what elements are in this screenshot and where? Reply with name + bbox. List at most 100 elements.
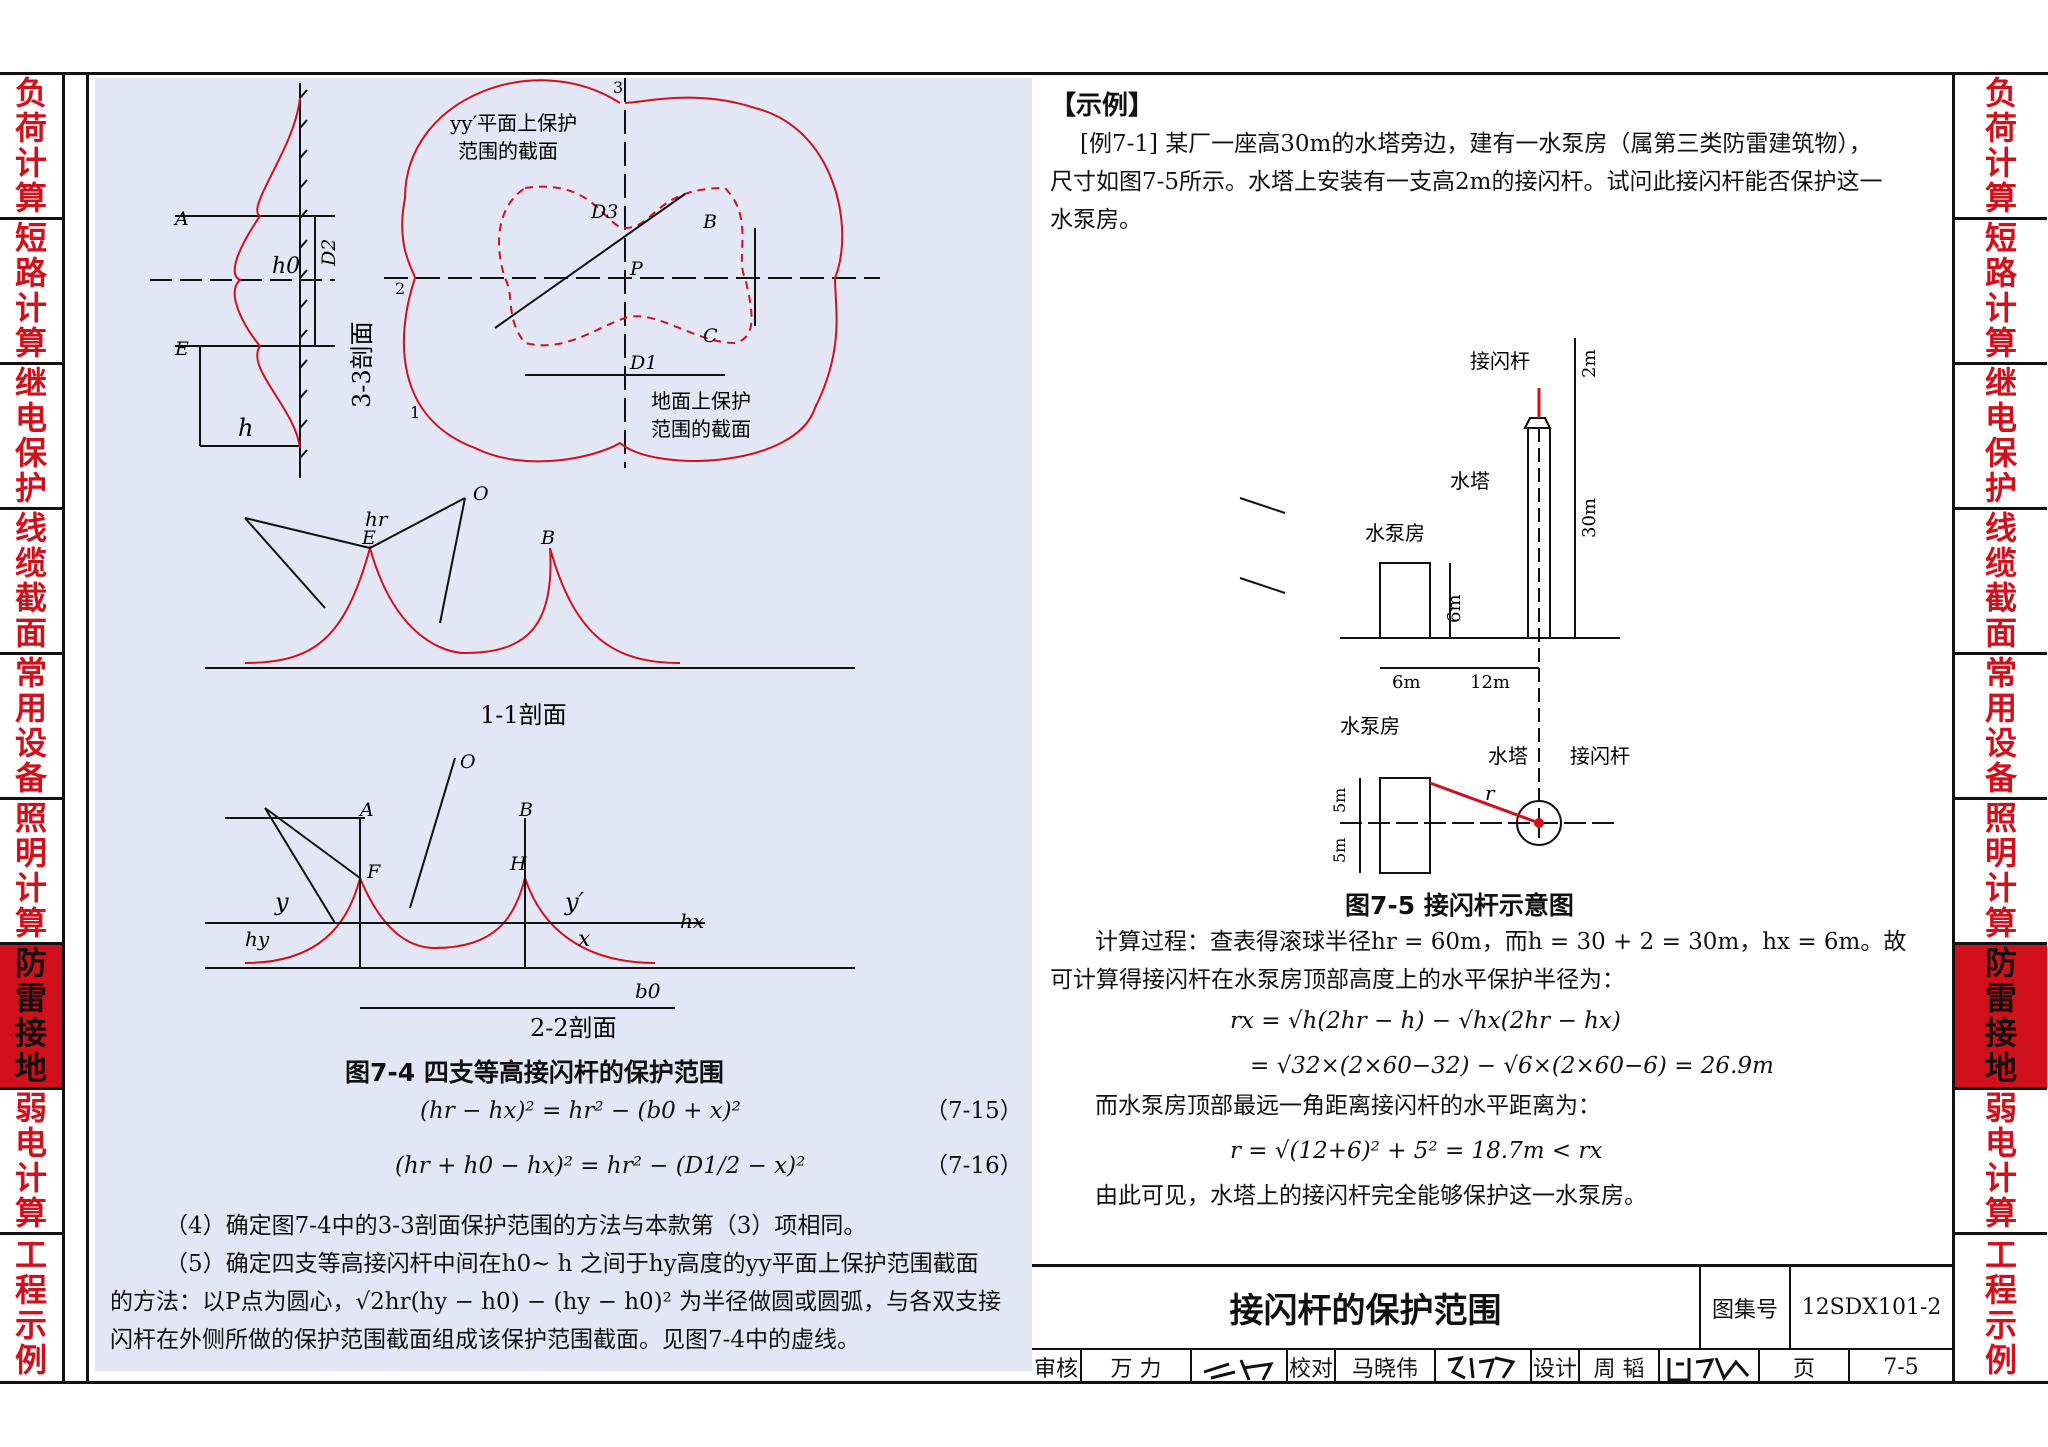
fig-label-5m-a: 5m [1330,788,1349,813]
title-block-row-2: 审核 万 力 校对 马晓伟 设计 周 韬 页 7-5 [1032,1348,1952,1384]
tab-right-8[interactable]: 弱电计算 [1955,1090,2047,1235]
tab-right-4[interactable]: 线缆截面 [1955,510,2047,655]
fig-label-y: y [274,888,289,916]
equation-r: r = √(12+6)² + 5² = 18.7m < rx [1230,1138,1603,1164]
fig-label-5m-b: 5m [1330,838,1349,863]
tab-label: 负荷计算 [1984,74,2017,217]
example-line-1: [例7-1] 某厂一座高30m的水塔旁边，建有一水泵房（属第三类防雷建筑物）， [1080,131,1872,157]
tab-left-4[interactable]: 线缆截面 [0,510,62,655]
fig-label-x: x [578,927,591,952]
fig-label-P: P [629,258,644,280]
tab-label: 短路计算 [14,219,47,362]
signature-image [1203,1359,1274,1381]
tab-left-1[interactable]: 负荷计算 [0,75,62,220]
page-frame [0,72,2048,1384]
fig-label-hy: hy [245,927,270,951]
tab-label: 工程示例 [14,1235,47,1379]
fig-label-H: H [509,853,527,875]
paragraph-5-line-2: 的方法：以P点为圆心，√2hr(hy − h0) − (hy − h0)² 为半… [110,1289,1002,1315]
tab-label: 短路计算 [1984,219,2017,362]
fig-label-y-prime: y′ [564,888,585,916]
title-block-row-1: 接闪杆的保护范围 图集号 12SDX101-2 [1032,1264,1952,1348]
atlas-label: 图集号 [1699,1267,1789,1348]
check-signature [1434,1350,1530,1384]
divider [62,75,65,1384]
equation-7-15: (hr − hx)² = hr² − (b0 + x)² [420,1098,741,1124]
fig-label-B: B [702,211,717,233]
fig-label-O2: O [460,751,476,773]
fig-label-D2: D2 [318,239,340,267]
design-signature [1658,1350,1758,1384]
tab-left-2[interactable]: 短路计算 [0,220,62,365]
title-block: 接闪杆的保护范围 图集号 12SDX101-2 审核 万 力 校对 马晓伟 设计… [1032,1264,1952,1384]
side-tabs-left: 负荷计算 短路计算 继电保护 线缆截面 常用设备 照明计算 防雷接地 弱电计算 … [0,75,62,1380]
tab-label: 线缆截面 [1984,509,2017,652]
right-panel: 【示例】 [例7-1] 某厂一座高30m的水塔旁边，建有一水泵房（属第三类防雷建… [1040,78,1952,1278]
fig-label-6m: 6m [1444,594,1465,623]
tab-right-3[interactable]: 继电保护 [1955,365,2047,510]
check-name: 马晓伟 [1334,1350,1434,1384]
fig-label-ground-plane2: 范围的截面 [651,417,751,441]
fig-label-tower2: 水塔 [1488,744,1528,768]
tab-left-5[interactable]: 常用设备 [0,655,62,800]
fig-label-tower: 水塔 [1450,469,1490,493]
fig-label-sec33: 3-3剖面 [348,321,376,408]
tab-left-3[interactable]: 继电保护 [0,365,62,510]
tab-right-1[interactable]: 负荷计算 [1955,75,2047,220]
left-panel: A E h0 D2 3-3剖面 h yy′平面上保护 范围的截面 D3 B P … [95,78,1032,1371]
fig-label-D3: D3 [590,201,618,223]
tab-label: 常用设备 [14,654,47,797]
tab-left-6[interactable]: 照明计算 [0,800,62,945]
fig-label-sec22: 2-2剖面 [530,1014,617,1042]
equation-7-16-number: （7-16） [925,1153,1023,1179]
review-label: 审核 [1033,1357,1078,1382]
tab-label: 工程示例 [1984,1235,2017,1379]
fig-label-F: F [366,861,381,883]
tab-right-9[interactable]: 工程示例 [1955,1235,2047,1380]
review-signature [1190,1350,1286,1384]
tab-left-8[interactable]: 弱电计算 [0,1090,62,1235]
equation-rx-1: rx = √h(2hr − h) − √hx(2hr − hx) [1230,1008,1621,1034]
paragraph-4: （4）确定图7-4中的3-3剖面保护范围的方法与本款第（3）项相同。 [165,1213,867,1239]
tab-left-9[interactable]: 工程示例 [0,1235,62,1380]
tab-label: 弱电计算 [1984,1089,2017,1232]
fig-label-yy-plane2: 范围的截面 [458,139,558,163]
figure-7-4: A E h0 D2 3-3剖面 h yy′平面上保护 范围的截面 D3 B P … [150,78,880,1042]
design-name: 周 韬 [1578,1350,1658,1384]
figure-7-5-caption: 图7-5 接闪杆示意图 [1345,891,1574,920]
tab-right-2[interactable]: 短路计算 [1955,220,2047,365]
fig-label-B2: B [540,527,555,549]
tab-label: 照明计算 [1984,799,2017,942]
tab-right-6[interactable]: 照明计算 [1955,800,2047,945]
figure-7-5: 接闪杆 水塔 水泵房 2m 30m 6m 6m 12m 水泵房 水塔 接闪杆 r… [1239,338,1630,874]
tab-right-5[interactable]: 常用设备 [1955,655,2047,800]
tab-right-7-active[interactable]: 防雷接地 [1955,945,2047,1090]
fig-label-1: 1 [410,403,420,422]
tab-label: 线缆截面 [14,509,47,652]
check-label: 校对 [1286,1350,1334,1384]
equation-7-15-number: （7-15） [925,1098,1023,1124]
signature-image [1667,1357,1750,1382]
fig-label-B3: B [518,799,533,821]
fig-label-hx: hx [680,909,704,933]
paragraph-5-line-3: 闪杆在外侧所做的保护范围截面组成该保护范围截面。见图7-4中的虚线。 [110,1327,861,1353]
fig-label-6m-b: 6m [1392,672,1421,693]
fig-label-E: E [174,338,189,360]
side-tabs-right: 负荷计算 短路计算 继电保护 线缆截面 常用设备 照明计算 防雷接地 弱电计算 … [1955,75,2047,1380]
tab-label: 照明计算 [14,799,47,942]
tab-label: 防雷接地 [1984,944,2017,1087]
fig-label-h: h [238,414,253,442]
page-label: 页 [1758,1350,1848,1384]
fig-label-C: C [703,325,718,347]
fig-label-pump: 水泵房 [1365,521,1425,545]
tab-left-7-active[interactable]: 防雷接地 [0,945,62,1090]
calc-line-3: 而水泵房顶部最远一角距离接闪杆的水平距离为： [1095,1093,1601,1119]
equation-rx-2: = √32×(2×60−32) − √6×(2×60−6) = 26.9m [1250,1053,1774,1079]
figure-7-4-caption: 图7-4 四支等高接闪杆的保护范围 [345,1058,724,1087]
tab-label: 继电保护 [14,364,47,507]
tab-label: 继电保护 [1984,364,2017,507]
example-line-3: 水泵房。 [1050,207,1142,233]
example-heading: 【示例】 [1050,91,1155,121]
fig-label-3: 3 [613,78,623,97]
fig-label-r: r [1485,781,1496,805]
